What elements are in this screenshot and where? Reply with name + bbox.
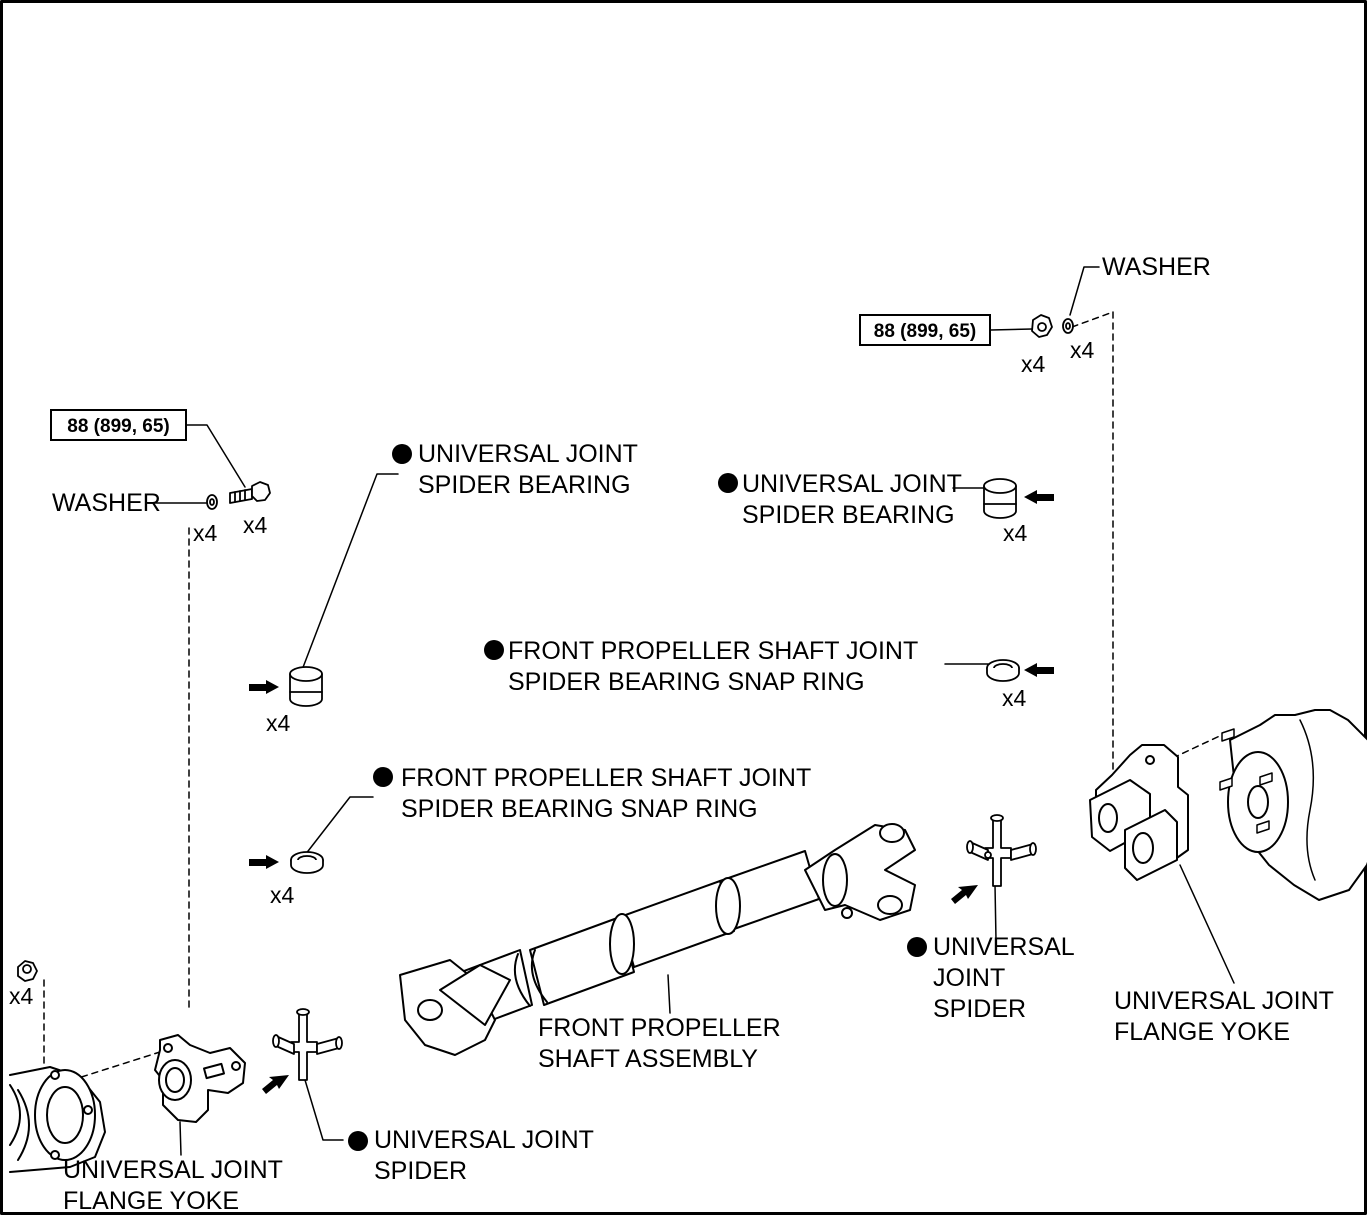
bolt-icon bbox=[229, 481, 271, 504]
shaft-assembly-label: FRONT PROPELLER SHAFT ASSEMBLY bbox=[538, 1014, 781, 1073]
torque-spec-box: 88 (899, 65) bbox=[859, 314, 991, 346]
bearing-label-right: UNIVERSAL JOINT SPIDER BEARING bbox=[742, 470, 962, 529]
flange-yoke-right bbox=[1089, 744, 1189, 881]
hardware-icons bbox=[17, 314, 1074, 982]
spider-label-left: UNIVERSAL JOINT SPIDER bbox=[374, 1126, 594, 1185]
flange-yoke-label-right: UNIVERSAL JOINT FLANGE YOKE bbox=[1114, 987, 1334, 1046]
torque-spec-box: 88 (899, 65) bbox=[50, 409, 187, 441]
quantity-bolt-left: x4 bbox=[243, 512, 268, 538]
differential-flange bbox=[9, 1066, 106, 1173]
snap-ring-label-left: FRONT PROPELLER SHAFT JOINT SPIDER BEARI… bbox=[401, 764, 812, 823]
nut-icon bbox=[1031, 314, 1053, 338]
bearing-cylinder-icon bbox=[289, 666, 323, 707]
snap-ring-icons bbox=[290, 659, 1020, 874]
snap-ring-label-right: FRONT PROPELLER SHAFT JOINT SPIDER BEARI… bbox=[508, 637, 919, 696]
arrows bbox=[249, 490, 1054, 1094]
flange-yoke-label-left: UNIVERSAL JOINT FLANGE YOKE bbox=[63, 1156, 283, 1215]
quantity-nut-left: x4 bbox=[9, 983, 34, 1009]
washer-label-top: WASHER bbox=[1102, 253, 1211, 281]
bearing-cylinder-icon bbox=[983, 478, 1017, 519]
quantity-snap-ring-right: x4 bbox=[1002, 685, 1027, 711]
washer-icon bbox=[206, 494, 218, 510]
new-part-bullet bbox=[718, 473, 738, 493]
snap-ring-icon bbox=[986, 659, 1020, 682]
quantity-snap-ring-left: x4 bbox=[270, 882, 295, 908]
new-part-bullet bbox=[392, 444, 412, 464]
universal-joint-spider-icon bbox=[966, 814, 1037, 887]
new-part-bullet bbox=[348, 1131, 368, 1151]
new-part-bullet bbox=[484, 640, 504, 660]
quantity-washer-left: x4 bbox=[193, 520, 218, 546]
spider-icons bbox=[272, 814, 1037, 1081]
new-part-bullet bbox=[373, 767, 393, 787]
quantity-bearing-left: x4 bbox=[266, 710, 291, 736]
washer-icon bbox=[1062, 318, 1074, 334]
flange-yoke-left bbox=[154, 1034, 246, 1123]
propeller-shaft bbox=[399, 823, 916, 1056]
quantity-bearing-right: x4 bbox=[1003, 520, 1028, 546]
quantity-washer-top: x4 bbox=[1070, 337, 1095, 363]
bearing-label-left: UNIVERSAL JOINT SPIDER BEARING bbox=[418, 440, 638, 499]
bearing-icons bbox=[289, 478, 1017, 707]
new-part-bullet bbox=[907, 937, 927, 957]
transfer-case bbox=[1219, 709, 1367, 901]
nut-icon bbox=[17, 960, 38, 982]
universal-joint-spider-icon bbox=[272, 1008, 343, 1081]
spider-label-right: UNIVERSAL JOINT SPIDER bbox=[933, 933, 1075, 1023]
quantity-nut-top: x4 bbox=[1021, 351, 1046, 377]
washer-label-left: WASHER bbox=[52, 489, 161, 517]
snap-ring-icon bbox=[290, 851, 324, 874]
stud-icons bbox=[1219, 728, 1273, 834]
